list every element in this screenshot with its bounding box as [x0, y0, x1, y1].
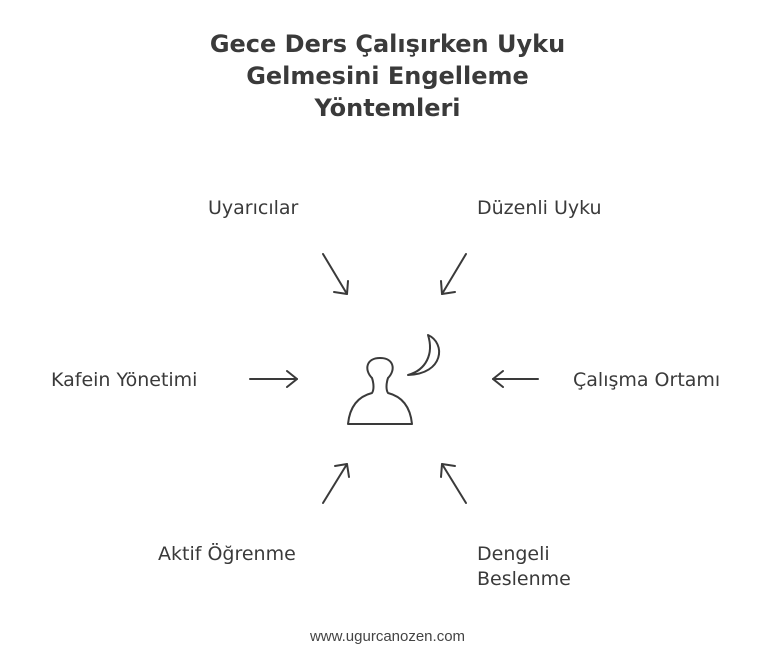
arrow-kafein [249, 370, 298, 388]
node-dengeli-line-1: Dengeli [477, 543, 550, 565]
person-icon [347, 357, 413, 425]
arrow-aktif-ogrenme [322, 463, 350, 504]
node-calisma-ortami: Çalışma Ortamı [573, 369, 721, 391]
arrow-dengeli-beslenme [440, 463, 467, 504]
title-line-1: Gece Ders Çalışırken Uyku [209, 30, 566, 58]
moon-icon [407, 334, 441, 376]
node-duzenli-uyku: Düzenli Uyku [477, 197, 602, 219]
diagram-title: Gece Ders Çalışırken Uyku Gelmesini Enge… [0, 28, 775, 124]
node-dengeli-beslenme: Dengeli Beslenme [477, 542, 571, 592]
arrow-calisma-ortami [492, 370, 539, 388]
arrow-duzenli-uyku [440, 253, 467, 295]
arrow-uyaricilar [322, 253, 349, 295]
node-kafein-yonetimi: Kafein Yönetimi [51, 369, 198, 391]
title-line-2: Gelmesini Engelleme [246, 62, 529, 90]
title-line-3: Yöntemleri [314, 94, 461, 122]
node-uyaricilar: Uyarıcılar [208, 197, 299, 219]
node-aktif-ogrenme: Aktif Öğrenme [158, 543, 296, 565]
node-dengeli-line-2: Beslenme [477, 568, 571, 590]
footer-website: www.ugurcanozen.com [309, 628, 466, 645]
